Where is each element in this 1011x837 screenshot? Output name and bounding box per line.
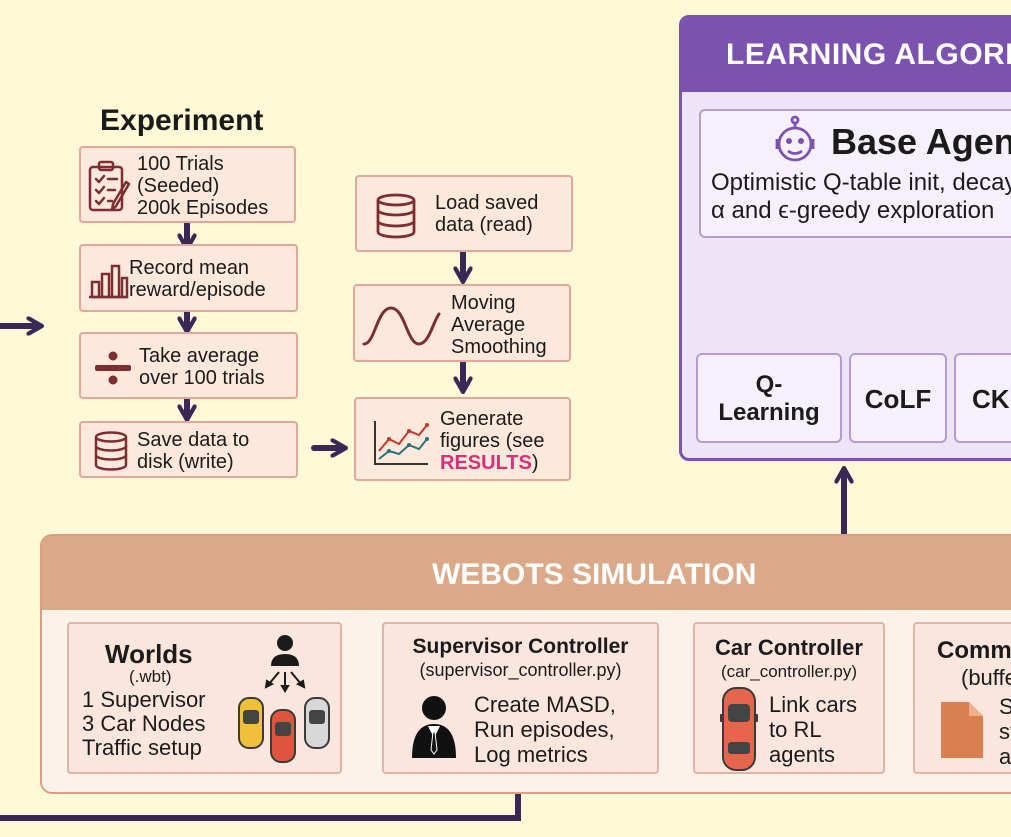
white-car-icon xyxy=(304,697,330,749)
worlds-line3: Traffic setup xyxy=(82,735,202,760)
car-line2: to RL xyxy=(769,717,822,742)
algo-ck-label: CK xyxy=(972,384,1010,414)
sine-wave-icon xyxy=(362,306,441,346)
experiment-title: Experiment xyxy=(100,104,264,137)
ana-step-smooth-line1: Moving xyxy=(451,292,516,314)
car-title: Car Controller xyxy=(715,635,863,660)
algo-q-learning-line1: Q- xyxy=(755,371,783,398)
algo-colf: CoLF xyxy=(849,353,947,443)
base-agent-box: Base Agent Optimistic Q-table init, deca… xyxy=(699,109,1011,238)
comm-sub: (buffer) xyxy=(961,665,1011,690)
ana-step-smooth-line2: Average xyxy=(451,314,526,336)
line-chart-icon xyxy=(374,421,429,465)
worlds-sub: (.wbt) xyxy=(129,667,172,686)
supervisor-controller-box: Supervisor Controller (supervisor_contro… xyxy=(382,622,659,774)
learning-header-title: LEARNING ALGORITHMS xyxy=(726,38,1011,71)
webots-header-title: WEBOTS SIMULATION xyxy=(432,558,757,591)
database-icon xyxy=(94,431,128,471)
results-paren: ) xyxy=(531,452,539,474)
algo-q-learning: Q- Learning xyxy=(696,353,842,443)
red-car-icon xyxy=(270,709,296,763)
car-line3: agents xyxy=(769,742,836,767)
exp-step-average: Take average over 100 trials xyxy=(79,332,298,399)
bar-chart-icon xyxy=(89,264,129,299)
document-icon xyxy=(941,702,983,758)
ana-step-smooth-line3: Smoothing xyxy=(451,336,547,358)
exp-step-save-line2: disk (write) xyxy=(137,451,234,473)
ana-step-load: Load saved data (read) xyxy=(355,175,573,252)
supervisor-line2: Run episodes, xyxy=(474,717,615,742)
ana-step-figures-line2: figures (see xyxy=(440,430,545,452)
algo-colf-label: CoLF xyxy=(864,384,932,414)
exp-step-record-line1: Record mean xyxy=(129,257,250,279)
algo-q-learning-line2: Learning xyxy=(718,399,820,426)
exp-step-trials-line2: (Seeded) xyxy=(137,175,220,197)
base-agent-desc-line2: α and ϵ-greedy exploration xyxy=(711,197,995,224)
robot-icon xyxy=(775,115,815,162)
database-icon xyxy=(376,193,416,239)
worlds-line1: 1 Supervisor xyxy=(82,687,206,712)
ana-step-figures-line3: RESULTS) xyxy=(440,453,539,474)
learning-header: LEARNING ALGORITHMS xyxy=(682,18,1011,92)
ana-step-smooth: Moving Average Smoothing xyxy=(353,284,571,362)
divide-icon xyxy=(95,351,131,385)
ana-step-load-line1: Load saved xyxy=(435,192,539,214)
base-agent-desc-line1: Optimistic Q-table init, decaying xyxy=(711,169,1011,196)
webots-simulation-panel: WEBOTS SIMULATION Worlds (.wbt) 1 Superv… xyxy=(40,534,1011,794)
worlds-title: Worlds xyxy=(105,639,193,669)
supervisor-sub: (supervisor_controller.py) xyxy=(419,660,622,680)
exp-step-average-line1: Take average xyxy=(139,345,260,367)
exp-step-save: Save data to disk (write) xyxy=(79,421,298,478)
comm-line2: state xyxy=(999,719,1011,744)
results-link[interactable]: RESULTS xyxy=(440,452,532,474)
clipboard-icon xyxy=(88,160,131,212)
worlds-supervisor-cars-icon xyxy=(238,635,330,763)
comm-line1: Share xyxy=(999,694,1011,719)
exp-step-save-line1: Save data to xyxy=(137,429,250,451)
supervisor-line1: Create MASD, xyxy=(474,692,616,717)
exp-step-record: Record mean reward/episode xyxy=(79,244,298,312)
webots-header: WEBOTS SIMULATION xyxy=(42,536,1011,610)
car-icon xyxy=(720,687,758,771)
exp-step-record-line2: reward/episode xyxy=(129,279,266,301)
base-agent-title: Base Agent xyxy=(831,121,1011,162)
comm-line3: actions xyxy=(999,744,1011,769)
car-controller-box: Car Controller (car_controller.py) Link … xyxy=(693,622,885,774)
car-line1: Link cars xyxy=(769,692,858,717)
algo-ck: CK xyxy=(954,353,1011,443)
exp-step-trials-line3: 200k Episodes xyxy=(137,197,269,219)
supervisor-line3: Log metrics xyxy=(474,742,588,767)
communication-box: Communication (buffer) Share state actio… xyxy=(913,622,1011,774)
ana-step-load-line2: data (read) xyxy=(435,214,533,236)
ana-step-figures-line1: Generate xyxy=(440,408,524,430)
supervisor-person-icon xyxy=(412,696,456,758)
exp-step-trials: 100 Trials (Seeded) 200k Episodes xyxy=(79,146,296,223)
ana-step-figures: Generate figures (see RESULTS) xyxy=(354,397,571,481)
worlds-line2: 3 Car Nodes xyxy=(82,711,206,736)
car-sub: (car_controller.py) xyxy=(720,662,858,681)
comm-title: Communication xyxy=(937,637,1011,664)
supervisor-title: Supervisor Controller xyxy=(412,635,629,658)
exp-step-trials-line1: 100 Trials xyxy=(137,153,224,175)
yellow-car-icon xyxy=(238,697,264,749)
worlds-box: Worlds (.wbt) 1 Supervisor 3 Car Nodes T… xyxy=(67,622,342,774)
learning-algorithms-panel: LEARNING ALGORITHMS Base Agent Optimisti… xyxy=(679,15,1011,461)
exp-step-average-line2: over 100 trials xyxy=(139,367,265,389)
